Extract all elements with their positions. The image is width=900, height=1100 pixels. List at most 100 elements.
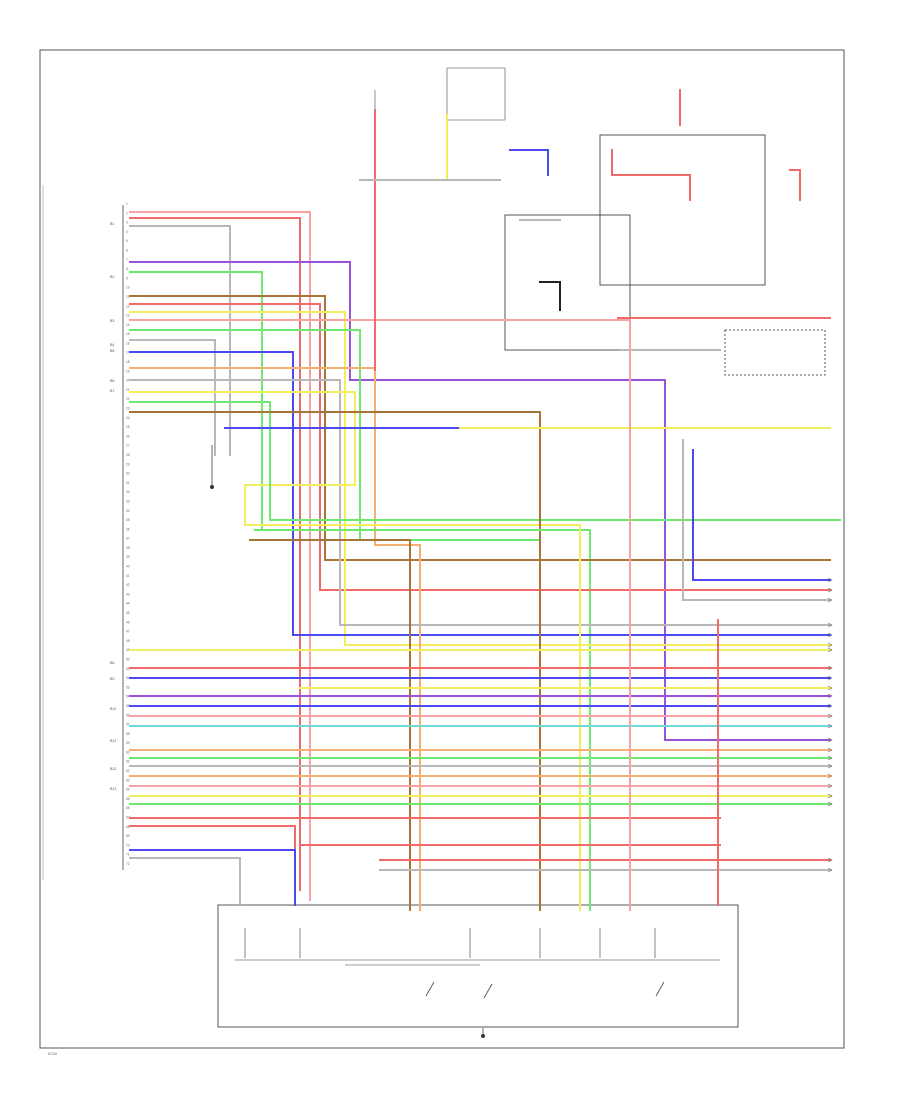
ecm-pin-number: 41 xyxy=(126,574,130,578)
wire-red xyxy=(129,825,296,901)
ecm-pin-number: 58 xyxy=(126,732,130,736)
ecm-pin-number: 29 xyxy=(126,462,130,466)
ecm-pin-number: 22 xyxy=(126,397,130,401)
wire-red xyxy=(129,303,831,591)
dash-module-box xyxy=(724,329,826,376)
ecm-side-label: B5 xyxy=(110,349,114,353)
wire-red xyxy=(611,149,691,201)
wire-orange xyxy=(129,367,421,911)
ecm-pin-number: 54 xyxy=(126,695,130,699)
ecm-pin-number: 16 xyxy=(126,341,130,345)
ecm-side-label: B7 xyxy=(110,389,114,393)
ecm-pin-number: 50 xyxy=(126,657,130,661)
ecm-pin-number: 70 xyxy=(126,843,130,847)
ecm-side-label: B11 xyxy=(110,739,116,743)
connector-arrow xyxy=(827,793,833,799)
ecm-pin-number: 52 xyxy=(126,676,130,680)
ecm-pin-number: 21 xyxy=(126,388,130,392)
ecm-pin-number: 33 xyxy=(126,499,130,503)
connector-arrow xyxy=(827,685,833,691)
ecm-pin-number: 17 xyxy=(126,351,130,355)
connector-arrow xyxy=(827,642,833,648)
ecm-pin-number: 42 xyxy=(126,583,130,587)
ecm-pin-number: 68 xyxy=(126,825,130,829)
ecm-pin-number: 12 xyxy=(126,304,130,308)
wire-blue xyxy=(129,351,831,636)
wire-pink xyxy=(129,211,311,901)
ecm-pin-number: 51 xyxy=(126,667,130,671)
ecm-pin-number: 3 xyxy=(126,221,128,225)
ecm-pin-number: 26 xyxy=(126,434,130,438)
ecm-pin-number: 39 xyxy=(126,555,130,559)
ecm-pin-number: 5 xyxy=(126,239,128,243)
ecm-pin-number: 53 xyxy=(126,685,130,689)
solenoid-assembly-box xyxy=(217,904,739,1028)
connector-arrow xyxy=(827,755,833,761)
main-relay-box xyxy=(504,214,631,351)
connector-arrow xyxy=(827,675,833,681)
ecm-pin-number: 23 xyxy=(126,407,130,411)
footer-label: ECM xyxy=(48,1051,57,1056)
ecm-pin-number: 37 xyxy=(126,537,130,541)
wire-gray xyxy=(129,379,831,626)
ecm-side-label: B4 xyxy=(110,343,114,347)
ecm-pin-number: 67 xyxy=(126,816,130,820)
ecm-pin-number: 69 xyxy=(126,834,130,838)
ecm-pin-numbers: 1234567891011121314151617181920212223242… xyxy=(126,202,130,866)
connector-arrow xyxy=(827,867,833,873)
ecm-side-label: B10 xyxy=(110,707,116,711)
connector-arrow xyxy=(827,801,833,807)
ecm-pin-number: 14 xyxy=(126,323,130,327)
transmission-relay-box xyxy=(599,134,766,286)
connector-arrow xyxy=(827,773,833,779)
ecm-pin-number: 44 xyxy=(126,602,130,606)
ecm-pin-number: 38 xyxy=(126,546,130,550)
wire-yellow xyxy=(129,391,581,911)
ecm-pin-number: 28 xyxy=(126,453,130,457)
ecm-pin-number: 62 xyxy=(126,769,130,773)
connector-arrow xyxy=(827,577,833,583)
wire-black xyxy=(539,281,561,311)
ecm-pin-number: 30 xyxy=(126,472,130,476)
connector-arrow xyxy=(827,622,833,628)
ecm-pin-number: 25 xyxy=(126,425,130,429)
connector-arrow xyxy=(827,713,833,719)
bottom-ground xyxy=(481,1028,485,1038)
ecm-pin-number: 56 xyxy=(126,713,130,717)
ecm-side-label: B2 xyxy=(110,275,114,279)
ecm-pin-number: 65 xyxy=(126,797,130,801)
connector-arrow xyxy=(827,703,833,709)
ecm-pin-number: 20 xyxy=(126,379,130,383)
wire-violet xyxy=(129,261,831,741)
ecm-pin-number: 46 xyxy=(126,620,130,624)
ecm-pin-number: 59 xyxy=(126,741,130,745)
ecm-pin-number: 49 xyxy=(126,648,130,652)
ecm-pin-number: 6 xyxy=(126,248,128,252)
ecm-pin-number: 71 xyxy=(126,853,130,857)
connector-arrow xyxy=(827,632,833,638)
connector-arrow xyxy=(827,747,833,753)
ecm-pin-number: 63 xyxy=(126,778,130,782)
ecm-pin-number: 32 xyxy=(126,490,130,494)
wire-gray xyxy=(129,225,231,456)
connector-arrow xyxy=(827,647,833,653)
ecm-pin-number: 27 xyxy=(126,444,130,448)
diagram-frame xyxy=(39,49,845,1049)
pressure-switch-symbol xyxy=(655,981,665,997)
ecm-pin-number: 1 xyxy=(126,202,128,206)
connector-arrow xyxy=(827,597,833,603)
right-connector-arrows xyxy=(244,577,833,999)
wire-harness xyxy=(129,89,841,911)
ecm-pin-number: 60 xyxy=(126,750,130,754)
ecm-pin-number: 15 xyxy=(126,332,130,336)
ecm-pin-number: 48 xyxy=(126,639,130,643)
wire-red xyxy=(129,217,301,891)
connector-arrow xyxy=(827,763,833,769)
connector-arrow xyxy=(827,783,833,789)
ecm-pin-number: 45 xyxy=(126,611,130,615)
wire-gray xyxy=(129,857,241,906)
wire-gray xyxy=(129,339,216,456)
wire-brown xyxy=(129,411,541,911)
wire-blue xyxy=(692,449,831,581)
